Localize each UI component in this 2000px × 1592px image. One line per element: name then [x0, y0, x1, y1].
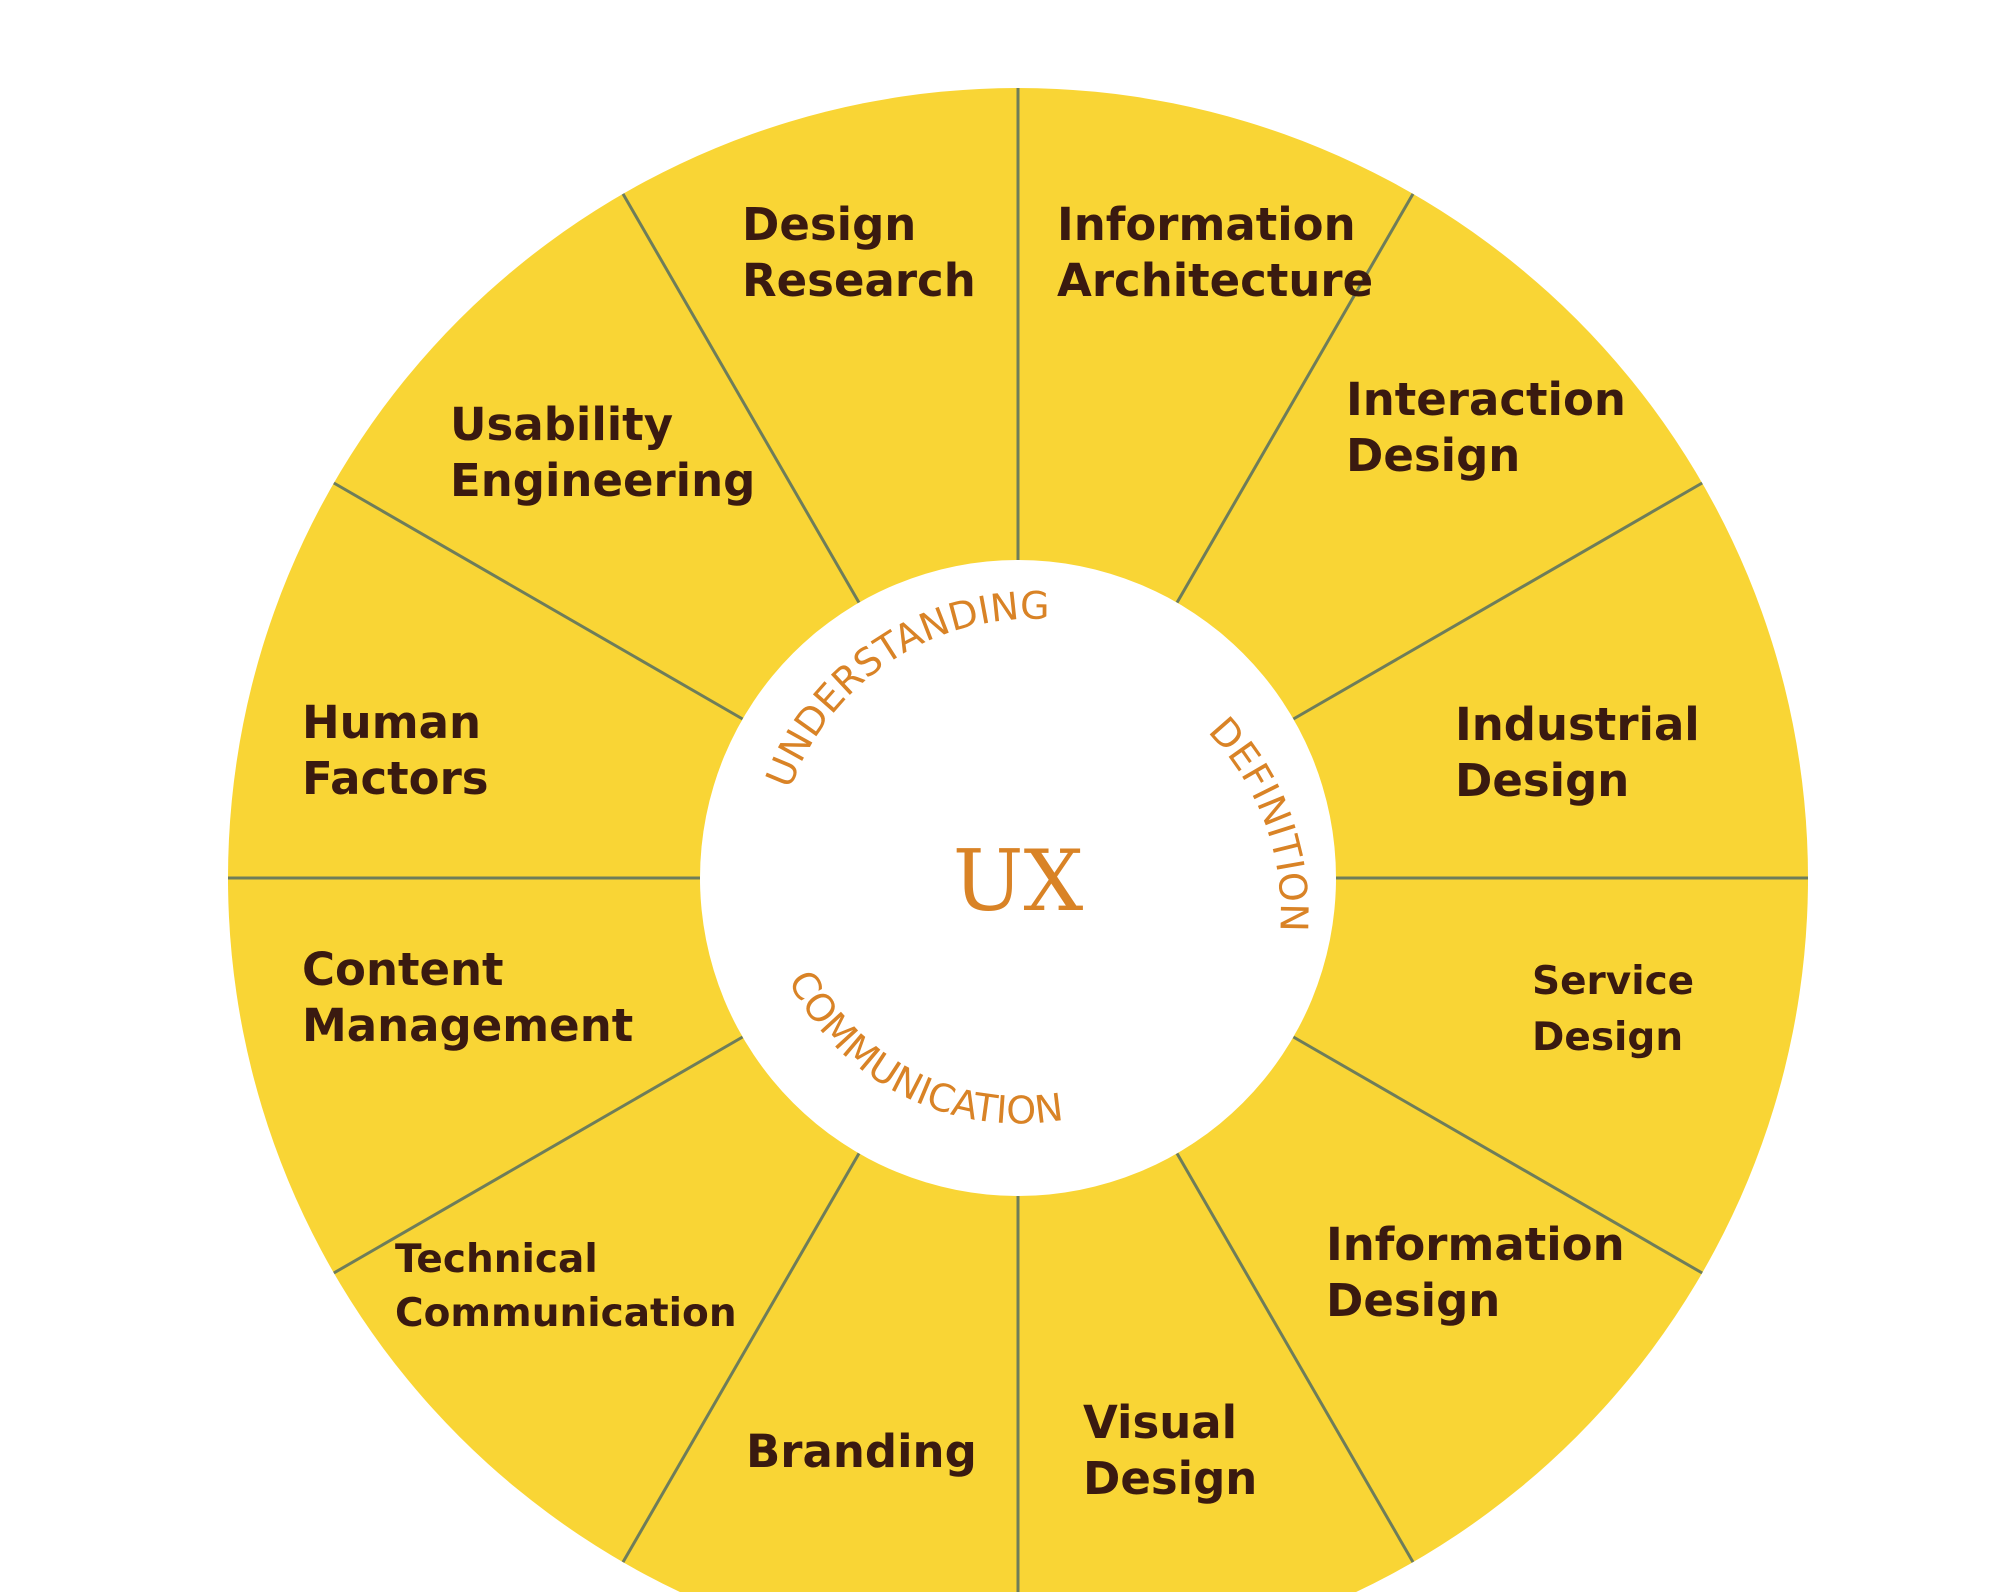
segment-divider — [1292, 1035, 1703, 1275]
segment-labels: Design Research Information Architecture… — [302, 198, 1715, 1505]
segment-divider — [621, 193, 861, 604]
segment-dividers — [228, 88, 1808, 1592]
center-hub — [700, 560, 1336, 1196]
segment-divider — [621, 1152, 861, 1563]
segment-divider — [1175, 193, 1415, 604]
segment-label-service-design: Service Design — [1532, 959, 1708, 1060]
segment-divider — [1292, 481, 1703, 721]
center-label: UX — [953, 832, 1084, 930]
segment-label-information-design: Information Design — [1326, 1218, 1640, 1327]
segment-divider — [333, 1035, 744, 1275]
segment-label-usability-engineering: Usability Engineering — [450, 398, 755, 507]
segment-label-interaction-design: Interaction Design — [1346, 373, 1642, 482]
wheel-structure — [228, 88, 1808, 1592]
segment-label-content-management: Content Management — [302, 943, 633, 1052]
segment-divider — [1175, 1152, 1415, 1563]
segment-divider — [333, 481, 744, 721]
segment-label-human-factors: Human Factors — [302, 696, 497, 805]
segment-label-technical-communication: Technical Communication — [395, 1237, 737, 1336]
segment-label-design-research: Design Research — [742, 198, 976, 307]
segment-label-information-architecture: Information Architecture — [1057, 198, 1373, 307]
segment-label-branding: Branding — [746, 1425, 977, 1478]
segment-label-visual-design: Visual Design — [1083, 1396, 1257, 1505]
segment-label-industrial-design: Industrial Design — [1455, 698, 1715, 807]
